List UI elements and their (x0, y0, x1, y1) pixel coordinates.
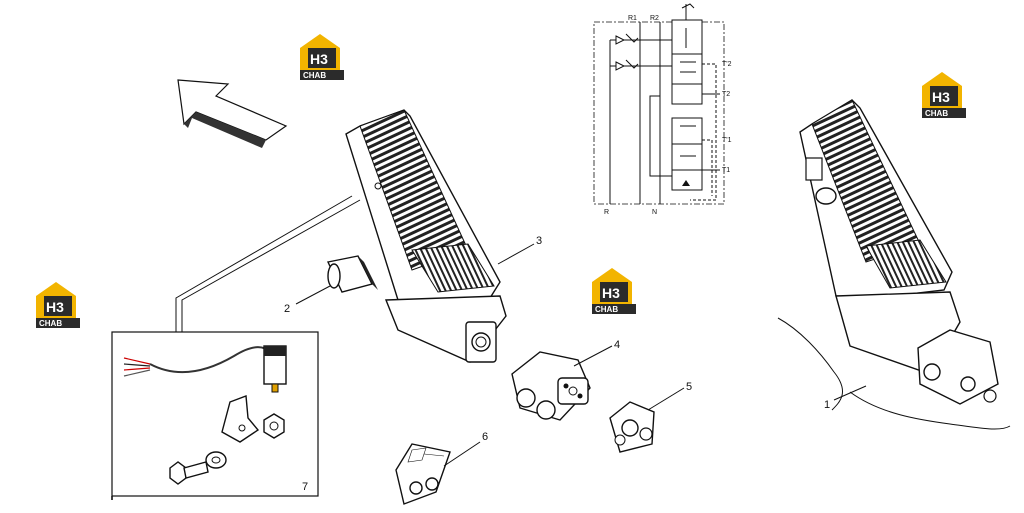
check-valve-icon (610, 59, 672, 71)
callout-2: 2 (284, 303, 290, 315)
logo-bottom-text: CHAB (39, 319, 62, 328)
flange-plate (609, 401, 655, 453)
label-r1: R1 (628, 15, 637, 22)
logo-top-text: H3 (602, 285, 620, 301)
bolt-icon (169, 461, 209, 485)
logo-bottom-text: CHAB (303, 71, 326, 80)
logo-top-text: H3 (310, 51, 328, 67)
label-t1: T1 (722, 167, 730, 174)
logo-bottom-text: CHAB (925, 109, 948, 118)
watermark-logo: H3 CHAB (922, 72, 966, 118)
label-n: N (652, 209, 657, 216)
watermark-logo: H3 CHAB (36, 282, 80, 328)
leader-lines (295, 243, 867, 467)
label-t1-prime: T'1 (722, 137, 732, 144)
logo-top-text: H3 (46, 299, 64, 315)
callout-3: 3 (536, 235, 542, 247)
watermark-logo: H3 CHAB (300, 34, 344, 80)
valve-block (511, 351, 591, 421)
bracket (221, 395, 260, 443)
watermark-logo: H3 CHAB (592, 268, 636, 314)
sensor-icon (263, 345, 287, 393)
callout-4: 4 (614, 339, 620, 351)
pipe-fitting (326, 255, 378, 293)
brake-pedal-installed (777, 99, 1011, 430)
label-t2-prime: T'2 (722, 61, 732, 68)
valve-stack (671, 3, 703, 191)
hydraulic-schematic: R1 R2 T'2 T2 T'1 T1 R N (593, 3, 732, 216)
callout-6: 6 (482, 431, 488, 443)
washer-icon (205, 451, 227, 469)
wire-harness (123, 346, 271, 377)
callout-1: 1 (824, 399, 830, 411)
check-valve-icon (610, 33, 672, 45)
callout-5: 5 (686, 381, 692, 393)
label-r2: R2 (650, 15, 659, 22)
label-t2: T2 (722, 91, 730, 98)
brake-pedal-assembly (175, 109, 507, 363)
label-plate (395, 443, 451, 505)
callout-7: 7 (302, 481, 308, 493)
logo-bottom-text: CHAB (595, 305, 618, 314)
sensor-kit-inset (111, 331, 319, 500)
label-r: R (604, 209, 609, 216)
direction-arrow-icon (177, 79, 288, 148)
nut-icon (263, 413, 285, 439)
logo-top-text: H3 (932, 89, 950, 105)
